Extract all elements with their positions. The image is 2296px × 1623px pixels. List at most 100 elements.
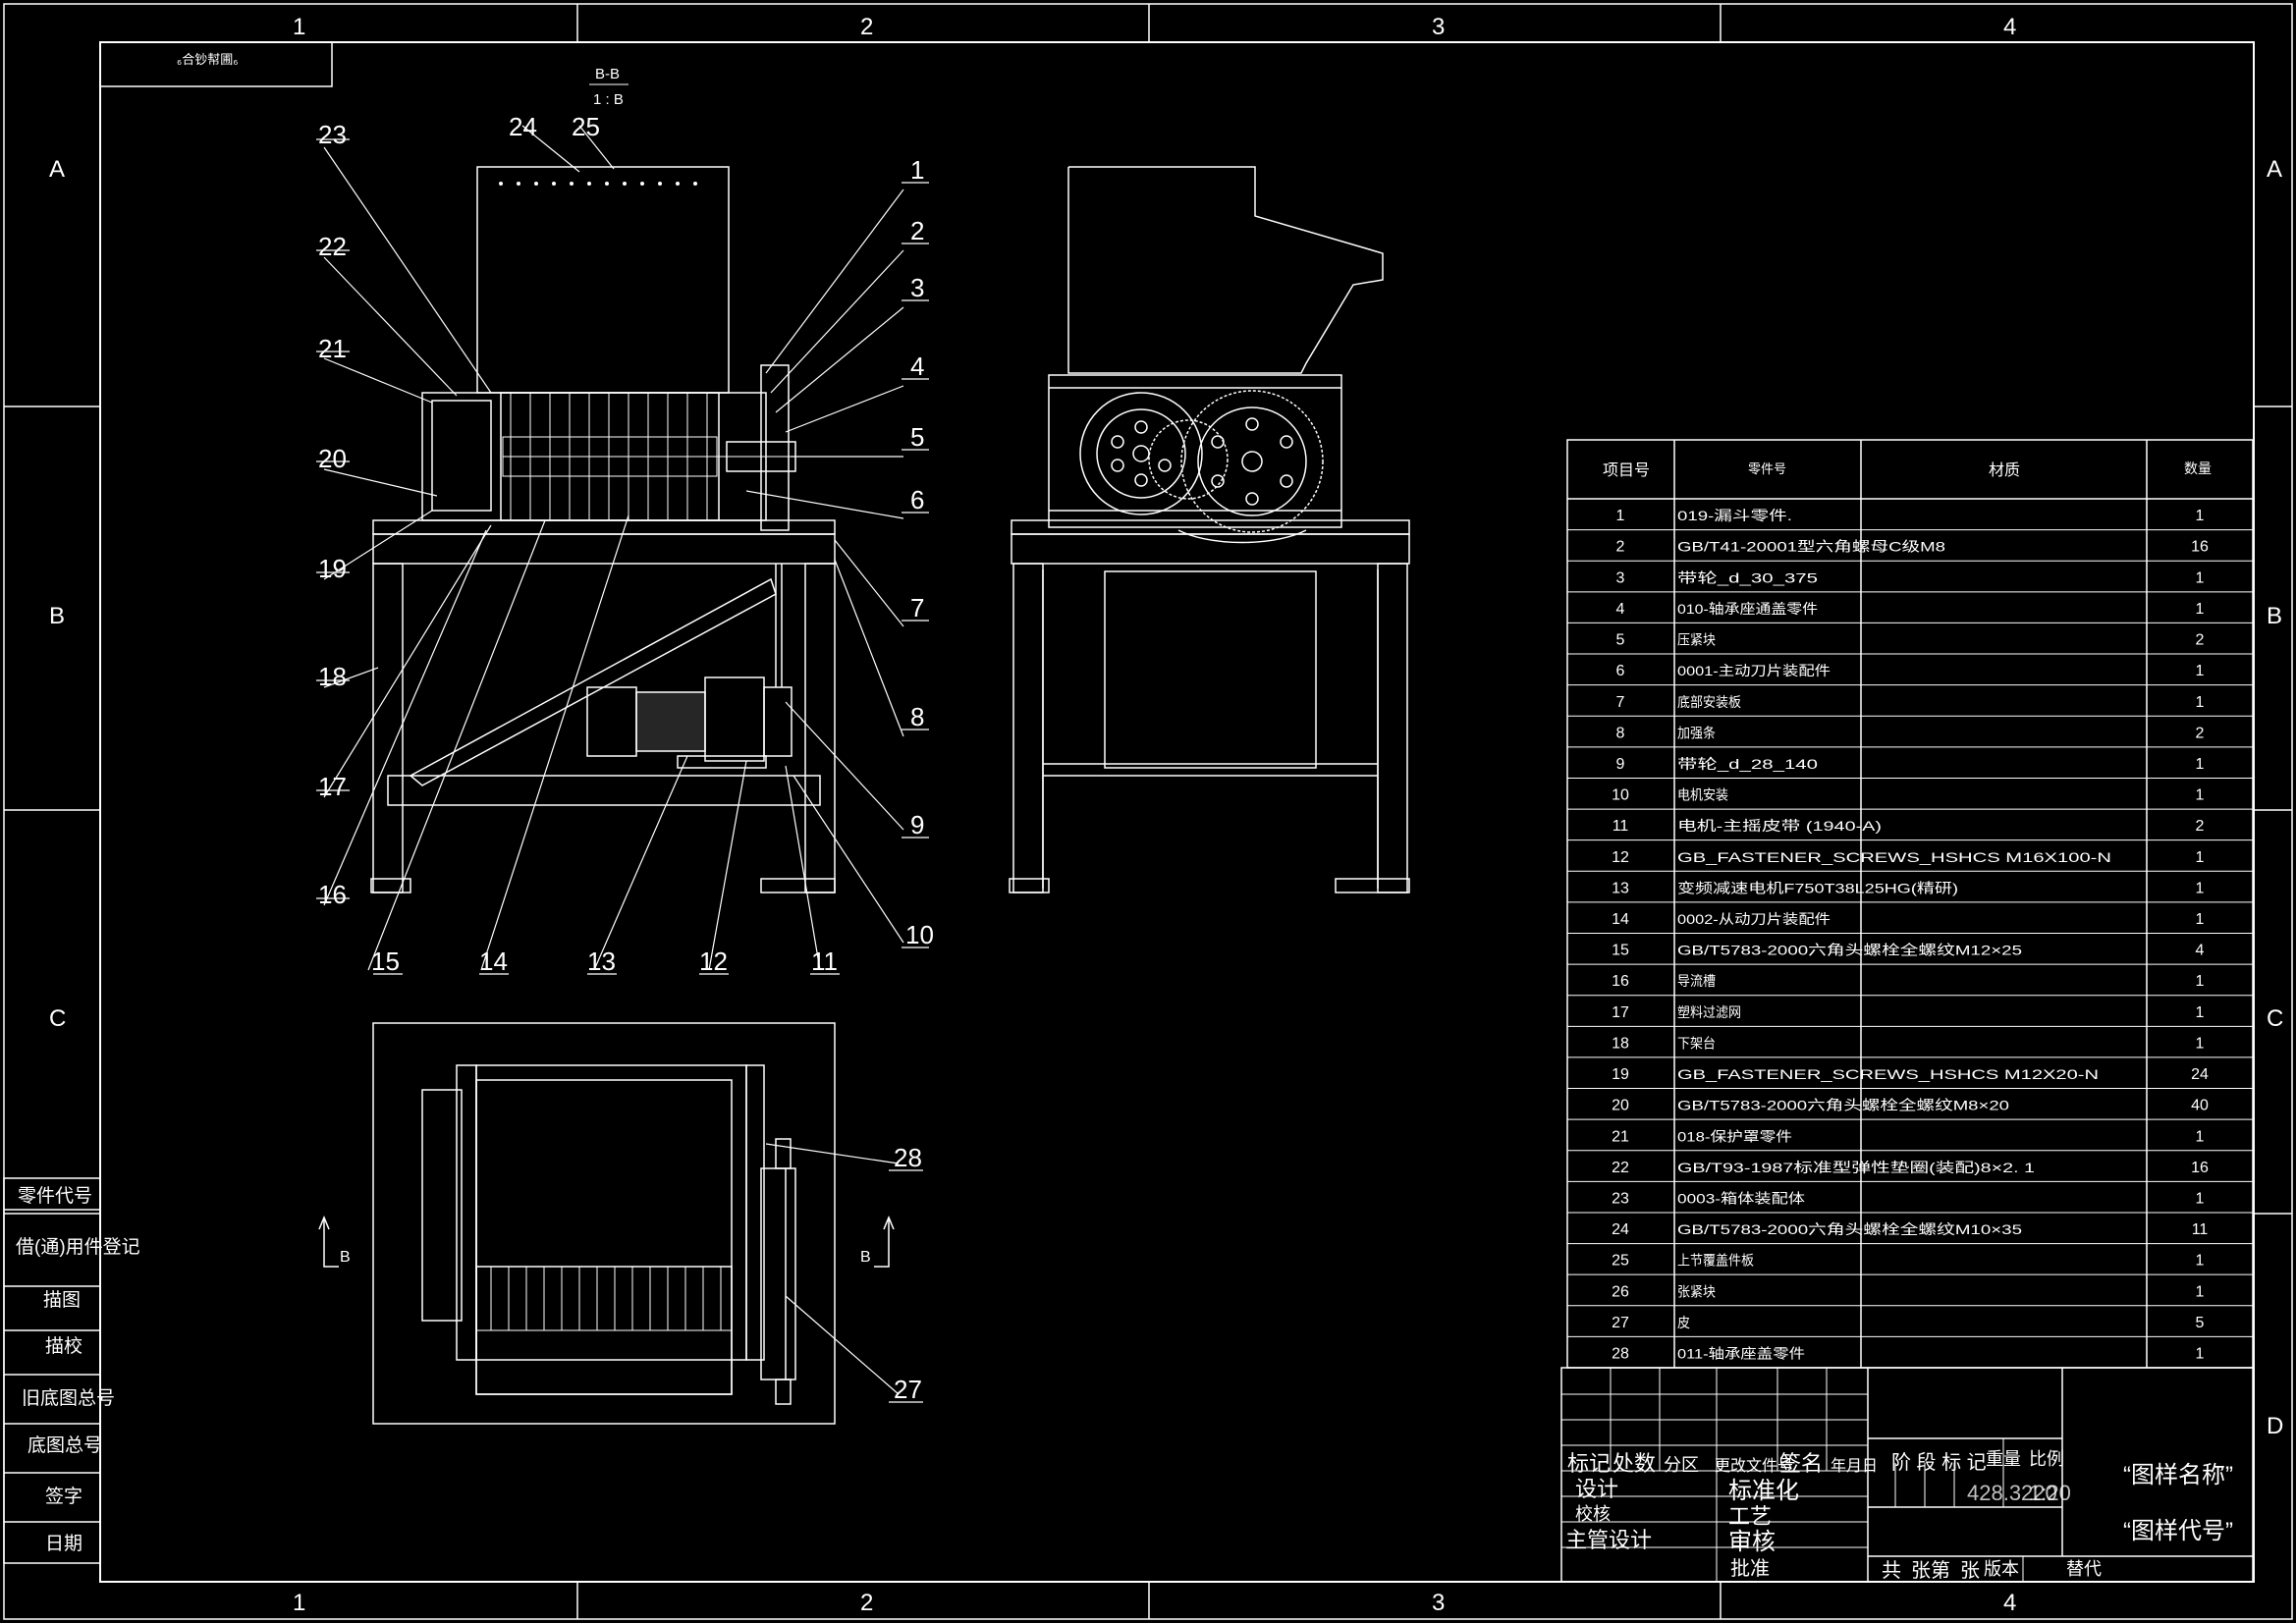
section-label: B-B 1 : B xyxy=(589,66,629,108)
tb-header-date: 年月日 xyxy=(1831,1457,1878,1475)
balloon-19: 19 xyxy=(318,554,347,583)
balloon-18: 18 xyxy=(318,662,347,691)
tb-header-zone: 分区 xyxy=(1664,1455,1699,1475)
bom-cell-no: 15 xyxy=(1612,943,1629,959)
balloon-2: 2 xyxy=(910,216,924,245)
bom-header-no: 项目号 xyxy=(1603,461,1650,479)
bom-cell-part: 带轮_d_28_140 xyxy=(1677,756,1818,772)
balloon-23: 23 xyxy=(318,120,347,149)
bom-cell-no: 25 xyxy=(1612,1253,1629,1270)
zone-row-right-c: C xyxy=(2267,1005,2283,1032)
bom-cell-part: 张紧块 xyxy=(1677,1283,1716,1299)
bom-cell-no: 16 xyxy=(1612,973,1629,990)
bom-cell-qty: 1 xyxy=(2196,911,2205,928)
bom-cell-part: GB_FASTENER_SCREWS_HSHCS M16X100-N xyxy=(1677,849,2111,865)
bom-cell-no: 22 xyxy=(1612,1160,1629,1176)
bom-cell-qty: 1 xyxy=(2196,1346,2205,1363)
balloon-8: 8 xyxy=(910,702,924,731)
tb-drawing-name: “图样名称” xyxy=(2123,1462,2233,1488)
tb-sheet-total: 共 xyxy=(1882,1559,1901,1582)
gear-holes xyxy=(1111,417,1293,506)
bom-cell-no: 5 xyxy=(1616,632,1625,649)
tb-drawing-code: “图样代号” xyxy=(2123,1518,2233,1544)
bom-cell-no: 28 xyxy=(1612,1346,1629,1363)
tb-header-change-doc: 更改文件号 xyxy=(1715,1457,1793,1475)
bom-cell-part: 皮 xyxy=(1677,1315,1690,1330)
bom-cell-qty: 1 xyxy=(2196,508,2205,524)
zone-col-bottom-3: 3 xyxy=(1432,1590,1445,1616)
bom-cell-part: 压紧块 xyxy=(1677,632,1716,648)
bom-headers: 项目号 零件号 材质 数量 xyxy=(1603,460,2212,479)
bom-cell-qty: 1 xyxy=(2196,849,2205,866)
tb-scale-header: 比例 xyxy=(2029,1449,2064,1469)
bom-cell-part: 带轮_d_30_375 xyxy=(1677,569,1818,585)
balloon-6: 6 xyxy=(910,485,924,514)
bom-cell-no: 4 xyxy=(1616,601,1625,618)
bom-cell-part: GB/T41-20001型六角螺母C级M8 xyxy=(1677,539,1945,555)
title-block-grid xyxy=(1560,1367,2254,1583)
title-block-text: 标记 处数 分区 更改文件号 签名 年月日 设计 校核 主管设计 标准化 工艺 … xyxy=(1565,1449,2233,1582)
zone-col-top-1: 1 xyxy=(293,14,305,40)
balloon-16: 16 xyxy=(318,880,347,909)
left-label-borrowed: 借(通)用件登记 xyxy=(16,1236,140,1258)
bom-cell-no: 8 xyxy=(1616,725,1625,741)
bom-cell-part: 电机安装 xyxy=(1677,787,1728,803)
side-view xyxy=(1009,166,1410,893)
balloon-numbers: 1 2 3 4 5 6 7 8 9 10 11 12 13 14 15 16 1… xyxy=(318,112,934,1404)
bom-cell-part: 加强条 xyxy=(1677,725,1716,740)
tb-header-mark: 标记 xyxy=(1567,1451,1611,1476)
tb-role-check: 校核 xyxy=(1575,1504,1611,1524)
top-left-box-text: ₆合钞幇圃₆ xyxy=(177,52,239,67)
zone-labels: 1 2 3 4 1 2 3 4 A B C A B C D xyxy=(49,14,2283,1616)
bom-cell-part: 电机-主摇皮带 (1940-A) xyxy=(1677,818,1882,834)
balloon-28: 28 xyxy=(894,1143,922,1172)
bom-cell-no: 13 xyxy=(1612,880,1629,896)
zone-row-left-b: B xyxy=(49,603,65,629)
bom-cell-qty: 24 xyxy=(2191,1066,2209,1083)
tb-role-chief: 主管设计 xyxy=(1565,1528,1652,1552)
bom-cell-no: 20 xyxy=(1612,1098,1629,1114)
bom-cell-part: 019-漏斗零件. xyxy=(1677,508,1792,523)
bom-cell-qty: 1 xyxy=(2196,756,2205,773)
zone-col-bottom-4: 4 xyxy=(2003,1590,2016,1616)
bom-cell-no: 1 xyxy=(1616,508,1625,524)
bom-cell-no: 21 xyxy=(1612,1128,1629,1145)
tb-role-approve: 批准 xyxy=(1730,1557,1770,1580)
tb-header-signature: 签名 xyxy=(1779,1451,1823,1476)
bom-cell-part: 导流槽 xyxy=(1677,973,1716,989)
bom-cell-no: 6 xyxy=(1616,663,1625,679)
balloon-11: 11 xyxy=(811,947,838,976)
tb-header-count: 处数 xyxy=(1613,1451,1656,1476)
left-label-base: 底图总号 xyxy=(27,1434,102,1456)
bom-cell-no: 3 xyxy=(1616,569,1625,586)
bom-cell-no: 24 xyxy=(1612,1221,1629,1238)
zone-row-right-b: B xyxy=(2267,603,2282,629)
bom-cell-qty: 2 xyxy=(2196,818,2205,835)
bom-cell-qty: 1 xyxy=(2196,973,2205,990)
bom-cell-no: 14 xyxy=(1612,911,1629,928)
view-marker-right: B xyxy=(860,1249,871,1266)
bom-cell-qty: 11 xyxy=(2192,1221,2209,1238)
bom-cell-part: 塑料过滤网 xyxy=(1677,1004,1741,1020)
tb-sheet-no: 张第 xyxy=(1911,1559,1950,1582)
balloon-7: 7 xyxy=(910,593,924,622)
zone-col-top-3: 3 xyxy=(1432,14,1445,40)
balloon-15: 15 xyxy=(371,947,400,976)
bom-cell-part: GB_FASTENER_SCREWS_HSHCS M12X20-N xyxy=(1677,1066,2099,1082)
bom-cell-qty: 5 xyxy=(2196,1315,2205,1331)
bom-cell-part: GB/T93-1987标准型弹性垫圈(装配)8×2. 1 xyxy=(1677,1160,2035,1175)
zone-row-left-a: A xyxy=(49,156,65,183)
tb-stage-header: 阶 段 标 记 xyxy=(1891,1451,1987,1474)
bom-cell-part: GB/T5783-2000六角头螺栓全螺纹M10×35 xyxy=(1677,1221,2022,1237)
bom-cell-no: 17 xyxy=(1612,1004,1629,1021)
bom-cell-qty: 16 xyxy=(2191,539,2209,556)
left-label-trace: 描图 xyxy=(43,1289,81,1311)
zone-col-top-2: 2 xyxy=(860,14,873,40)
balloon-4: 4 xyxy=(910,352,924,381)
bom-cell-qty: 1 xyxy=(2196,1004,2205,1021)
left-label-sign: 签字 xyxy=(45,1486,82,1507)
balloon-22: 22 xyxy=(318,232,347,261)
top-view-blades xyxy=(476,1267,732,1331)
